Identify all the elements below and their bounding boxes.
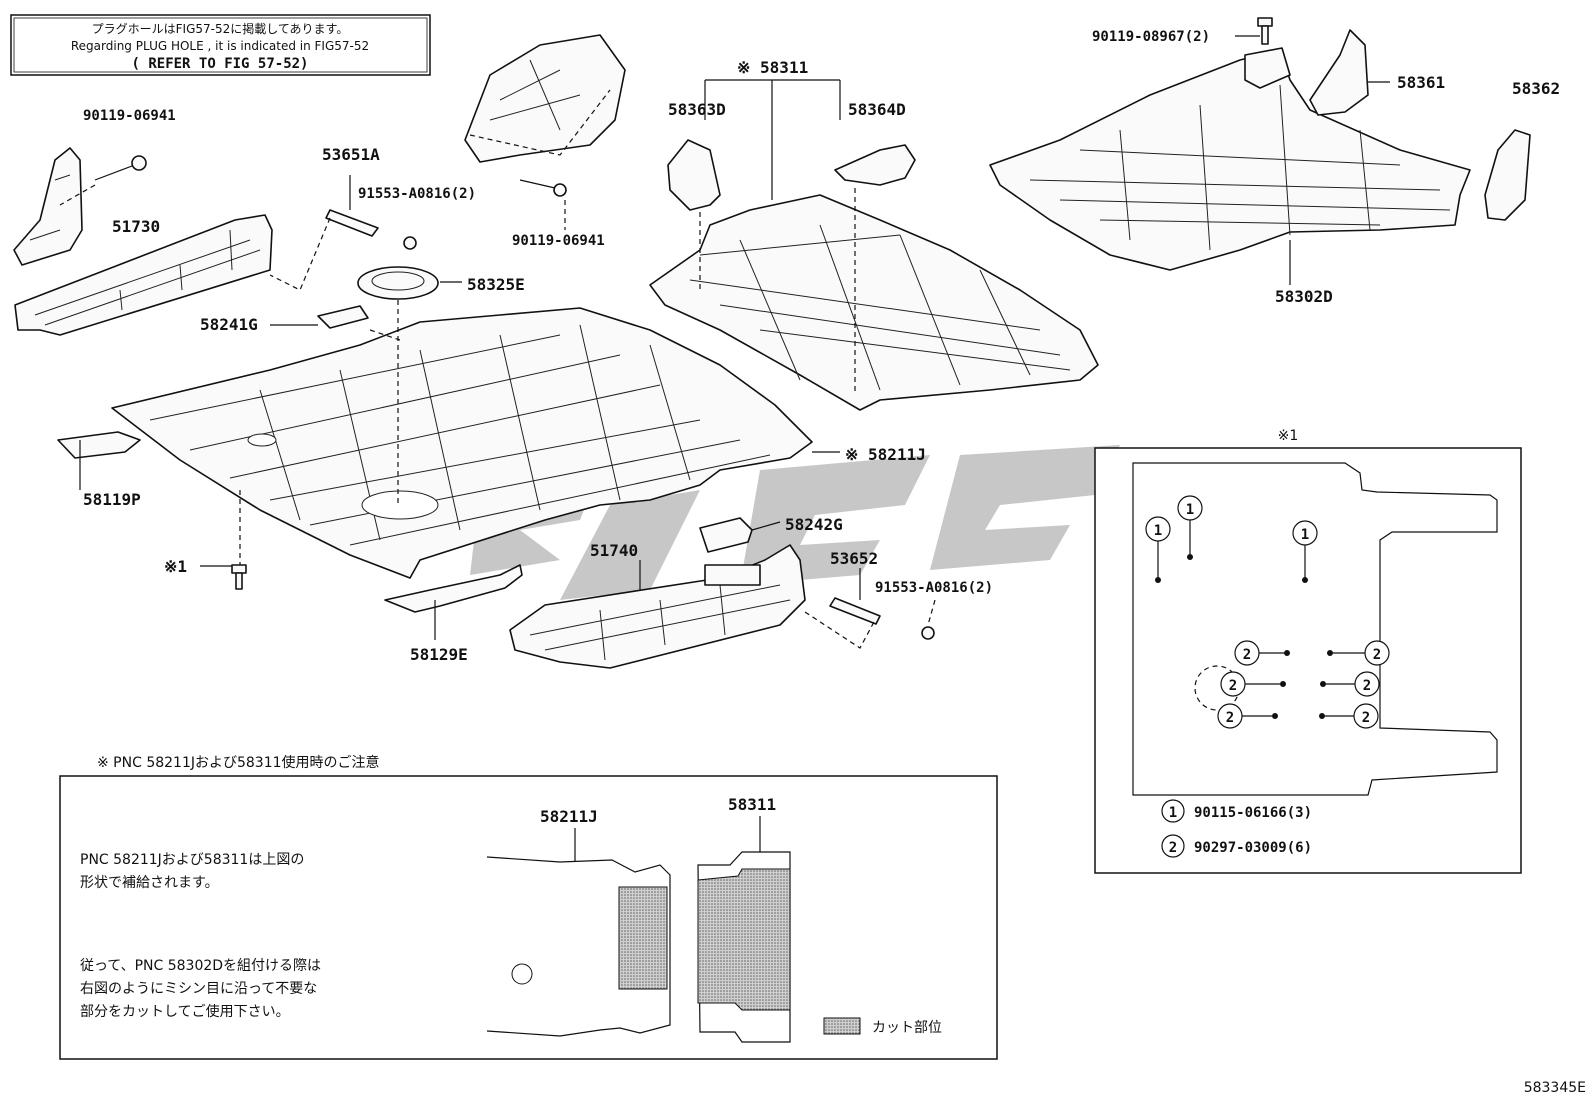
nut-91553-b bbox=[921, 626, 935, 640]
svg-text:2: 2 bbox=[1243, 647, 1251, 663]
label-58302D: 58302D bbox=[1275, 287, 1333, 306]
note-line4: 右図のようにミシン目に沿って不要な bbox=[80, 981, 317, 997]
label-58362: 58362 bbox=[1512, 79, 1560, 98]
label-58361: 58361 bbox=[1397, 73, 1445, 92]
part-58211J-drawing bbox=[111, 307, 813, 579]
part-58325E-drawing bbox=[357, 266, 439, 300]
legend-90297-03009: 90297-03009(6) bbox=[1194, 840, 1312, 856]
bolt-90119-06941-a bbox=[131, 155, 147, 171]
label-90119-06941-a: 90119-06941 bbox=[83, 108, 176, 124]
label-58211J: ※ 58211J bbox=[845, 445, 926, 464]
svg-text:2: 2 bbox=[1362, 710, 1370, 726]
plug-hole-notice: プラグホールはFIG57-52に掲載してあります。 Regarding PLUG… bbox=[10, 14, 431, 76]
svg-text:1: 1 bbox=[1301, 527, 1309, 543]
cut-legend-swatch bbox=[823, 1017, 861, 1035]
part-51740-drawing bbox=[509, 544, 806, 669]
nut-91553-a bbox=[403, 236, 417, 250]
label-58363D: 58363D bbox=[668, 100, 726, 119]
svg-text:1: 1 bbox=[1186, 502, 1194, 518]
svg-text:2: 2 bbox=[1229, 678, 1237, 694]
label-58119P: 58119P bbox=[83, 490, 141, 509]
label-58364D: 58364D bbox=[848, 100, 906, 119]
label-51740: 51740 bbox=[590, 541, 638, 560]
note-line3: 従って、PNC 58302Dを組付ける際は bbox=[80, 958, 321, 974]
figure-code: 583345E bbox=[1524, 1080, 1586, 1096]
part-58363D-drawing bbox=[667, 139, 721, 211]
note-header: ※ PNC 58211Jおよび58311使用時のご注意 bbox=[97, 754, 380, 771]
svg-text:1: 1 bbox=[1169, 805, 1177, 821]
bolt-90119-08967-drawing bbox=[1257, 17, 1273, 45]
svg-text:2: 2 bbox=[1226, 710, 1234, 726]
part-labels: 90119-06941 51730 53651A 91553-A0816(2) … bbox=[83, 29, 1560, 664]
part-51730-drawing bbox=[13, 147, 273, 336]
svg-text:1: 1 bbox=[1154, 523, 1162, 539]
part-58129E-drawing bbox=[384, 564, 523, 613]
note-line5: 部分をカットしてご使用下さい。 bbox=[80, 1003, 290, 1020]
part-58119P-drawing bbox=[57, 431, 141, 459]
cut-area-58211J bbox=[618, 886, 668, 990]
wheel-housing-drawing bbox=[464, 34, 626, 163]
label-53652: 53652 bbox=[830, 549, 878, 568]
notice-ref: ( REFER TO FIG 57-52) bbox=[131, 56, 308, 72]
note-line2: 形状で補給されます。 bbox=[80, 875, 219, 891]
inset-legend: 1 90115-06166(3) 2 90297-03009(6) bbox=[1161, 799, 1312, 858]
note-fig-58211J-label: 58211J bbox=[540, 807, 598, 826]
label-51730: 51730 bbox=[112, 217, 160, 236]
label-star1: ※1 bbox=[164, 557, 187, 576]
cut-area-58311 bbox=[697, 868, 791, 1011]
nut-callout-2: 2 2 2 2 2 2 bbox=[1217, 640, 1390, 729]
pnc-note-section: ※ PNC 58211Jおよび58311使用時のご注意 PNC 58211Jおよ… bbox=[59, 754, 998, 1060]
part-53652-drawing bbox=[829, 597, 881, 625]
bolt-90119-06941-b bbox=[553, 183, 567, 197]
inset-star1: ※1 1 1 1 2 2 2 2 bbox=[1094, 428, 1522, 874]
note-fig-58311-label: 58311 bbox=[728, 795, 776, 814]
note-line1: PNC 58211Jおよび58311は上図の bbox=[80, 852, 304, 868]
notice-en: Regarding PLUG HOLE , it is indicated in… bbox=[71, 39, 369, 53]
part-58302D-drawing bbox=[989, 47, 1471, 271]
part-58242G-drawing bbox=[699, 517, 753, 553]
leader-lines bbox=[59, 35, 1390, 649]
notice-jp: プラグホールはFIG57-52に掲載してあります。 bbox=[92, 21, 349, 36]
svg-text:2: 2 bbox=[1169, 840, 1177, 856]
svg-text:2: 2 bbox=[1373, 647, 1381, 663]
legend-90115-06166: 90115-06166(3) bbox=[1194, 805, 1312, 821]
part-58364D-drawing bbox=[834, 144, 916, 186]
svg-text:2: 2 bbox=[1363, 678, 1371, 694]
label-91553-b: 91553-A0816(2) bbox=[875, 580, 993, 596]
label-91553-a: 91553-A0816(2) bbox=[358, 186, 476, 202]
bolt-star1-drawing bbox=[231, 564, 247, 590]
label-90119-06941-b: 90119-06941 bbox=[512, 233, 605, 249]
label-90119-08967: 90119-08967(2) bbox=[1092, 29, 1210, 45]
part-58241G-drawing bbox=[317, 305, 369, 329]
cut-legend-label: カット部位 bbox=[872, 1020, 942, 1036]
label-58242G: 58242G bbox=[785, 515, 843, 534]
bolt-callout-1: 1 1 1 bbox=[1145, 495, 1318, 583]
label-53651A: 53651A bbox=[322, 145, 380, 164]
part-58311-drawing bbox=[649, 194, 1099, 411]
label-58129E: 58129E bbox=[410, 645, 468, 664]
part-53651A-drawing bbox=[325, 209, 379, 237]
label-58325E: 58325E bbox=[467, 275, 525, 294]
inset-title: ※1 bbox=[1278, 428, 1299, 444]
part-58362-drawing bbox=[1484, 129, 1531, 221]
part-58361-drawing bbox=[1309, 29, 1369, 116]
note-fig-58211J bbox=[486, 856, 671, 1037]
label-58241G: 58241G bbox=[200, 315, 258, 334]
label-58311: ※ 58311 bbox=[737, 58, 808, 77]
